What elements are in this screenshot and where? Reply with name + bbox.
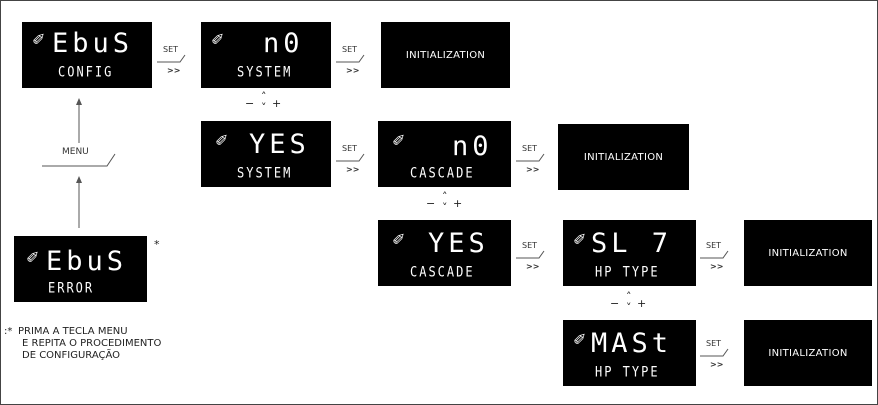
wrench-icon: ✐ — [211, 30, 225, 49]
set-label: SET — [342, 144, 358, 153]
footnote-line-2: E REPITA O PROCEDIMENTO — [22, 338, 162, 349]
initialization-box: INITIALIZATION — [744, 320, 872, 386]
display-label: SYSTEM — [237, 165, 293, 182]
plus-sign: + — [637, 297, 647, 310]
set-label: SET — [522, 241, 538, 250]
menu-connector — [42, 153, 116, 167]
wrench-icon: ✐ — [573, 230, 587, 249]
display-value: YES — [249, 129, 310, 160]
set-label: SET — [163, 45, 179, 54]
up-chevron-icon: ˄ — [626, 290, 632, 303]
plus-sign: + — [453, 197, 463, 210]
set-label: SET — [342, 45, 358, 54]
advance-label: >> — [526, 262, 540, 271]
display-value: n0 — [263, 28, 304, 59]
set-connector-6 — [700, 250, 729, 259]
display-value: SL 7 — [591, 228, 673, 259]
display-ebus-error: ✐ EbuS ERROR — [14, 236, 147, 302]
display-label: CONFIG — [58, 64, 114, 81]
set-label: SET — [522, 144, 538, 153]
display-label: SYSTEM — [237, 64, 293, 81]
advance-label: >> — [710, 360, 724, 369]
advance-label: >> — [710, 262, 724, 271]
toggle-control: − ˄ ˅ + — [245, 90, 285, 116]
wrench-icon: ✐ — [392, 131, 406, 150]
menu-label: MENU — [62, 147, 89, 157]
display-value: EbuS — [52, 28, 134, 59]
initialization-box: INITIALIZATION — [381, 22, 510, 88]
footnote-line-3: DE CONFIGURAÇÃO — [22, 350, 121, 361]
footnote-line-1: PRIMA A TECLA MENU — [18, 326, 128, 337]
display-value: YES — [428, 228, 489, 259]
display-value: MASt — [591, 328, 673, 359]
display-value: n0 — [452, 131, 493, 162]
set-label: SET — [706, 339, 722, 348]
display-no-cascade: ✐ n0 CASCADE — [378, 121, 511, 187]
wrench-icon: ✐ — [32, 30, 46, 49]
display-label: CASCADE — [410, 165, 475, 182]
wrench-icon: ✐ — [392, 230, 406, 249]
down-chevron-icon: ˅ — [626, 301, 632, 314]
display-no-system: ✐ n0 SYSTEM — [201, 22, 331, 88]
set-connector-2 — [336, 54, 365, 63]
set-label: SET — [706, 241, 722, 250]
display-label: CASCADE — [410, 264, 475, 281]
toggle-control: − ˄ ˅ + — [426, 190, 466, 216]
up-chevron-icon: ˄ — [261, 90, 267, 103]
minus-sign: − — [610, 297, 620, 310]
initialization-box: INITIALIZATION — [744, 220, 872, 286]
down-chevron-icon: ˅ — [261, 101, 267, 114]
display-ebus-config: ✐ EbuS CONFIG — [22, 22, 152, 88]
display-label: HP TYPE — [595, 264, 660, 281]
wrench-icon: ✐ — [215, 131, 229, 150]
set-connector-1 — [157, 54, 186, 63]
display-mast-hptype: ✐ MASt HP TYPE — [563, 320, 696, 386]
footnote-marker: * — [154, 238, 160, 251]
set-connector-5 — [516, 250, 545, 259]
footnote-asterisk: :* — [4, 326, 13, 337]
set-connector-4 — [516, 153, 545, 162]
plus-sign: + — [272, 97, 282, 110]
set-connector-7 — [700, 348, 729, 357]
toggle-control: − ˄ ˅ + — [610, 290, 650, 316]
initialization-box: INITIALIZATION — [558, 124, 689, 190]
display-yes-system: ✐ YES SYSTEM — [201, 121, 331, 187]
display-sl7-hptype: ✐ SL 7 HP TYPE — [563, 220, 696, 286]
display-yes-cascade: ✐ YES CASCADE — [378, 220, 511, 286]
up-chevron-icon: ˄ — [442, 190, 448, 203]
advance-label: >> — [346, 66, 360, 75]
set-connector-3 — [336, 153, 365, 162]
advance-label: >> — [526, 165, 540, 174]
display-label: ERROR — [48, 280, 95, 297]
advance-label: >> — [346, 165, 360, 174]
display-label: HP TYPE — [595, 364, 660, 381]
wrench-icon: ✐ — [26, 248, 40, 267]
down-chevron-icon: ˅ — [442, 201, 448, 214]
wrench-icon: ✐ — [573, 330, 587, 349]
advance-label: >> — [167, 66, 181, 75]
minus-sign: − — [245, 97, 255, 110]
display-value: EbuS — [46, 246, 128, 277]
minus-sign: − — [426, 197, 436, 210]
